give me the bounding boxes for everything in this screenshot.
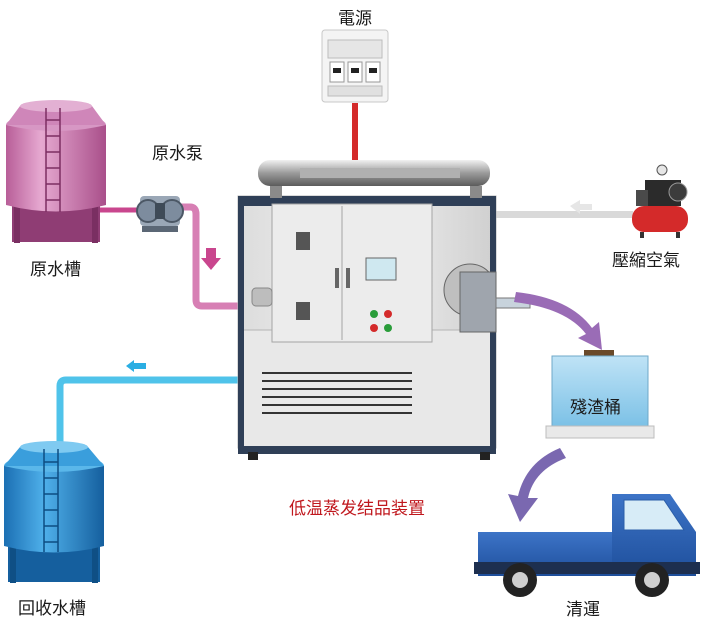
residue-flow-arrow	[514, 292, 602, 350]
power-label: 電源	[338, 9, 372, 29]
raw-water-flow-arrow	[201, 248, 221, 270]
transport-label: 清運	[566, 600, 600, 620]
compressed-air-label: 壓縮空氣	[612, 251, 680, 271]
diaphragm-pump-icon	[136, 196, 184, 232]
breaker-box-icon	[321, 29, 389, 103]
equipment-label: 低温蒸发结品装置	[289, 499, 425, 519]
return-water-pipe	[56, 376, 240, 448]
compressed-air-pipe	[493, 211, 633, 218]
raw-tank-label: 原水槽	[30, 260, 81, 280]
power-line	[352, 103, 358, 165]
residue-bucket-icon	[545, 350, 655, 439]
raw-pump-label: 原水泵	[152, 144, 203, 164]
evaporator-machine-icon	[237, 160, 531, 460]
residue-bucket-label: 殘渣桶	[570, 398, 621, 418]
compressed-air-arrow	[570, 200, 592, 214]
blue-truck-icon	[474, 494, 700, 597]
return-water-arrow	[126, 360, 146, 372]
pink-water-tank-icon	[6, 100, 138, 243]
raw-water-pipe	[178, 203, 240, 310]
transport-flow-arrow	[508, 448, 566, 522]
recovery-tank-label: 回收水槽	[18, 599, 86, 619]
blue-water-tank-icon	[4, 441, 104, 583]
air-compressor-icon	[632, 164, 688, 238]
